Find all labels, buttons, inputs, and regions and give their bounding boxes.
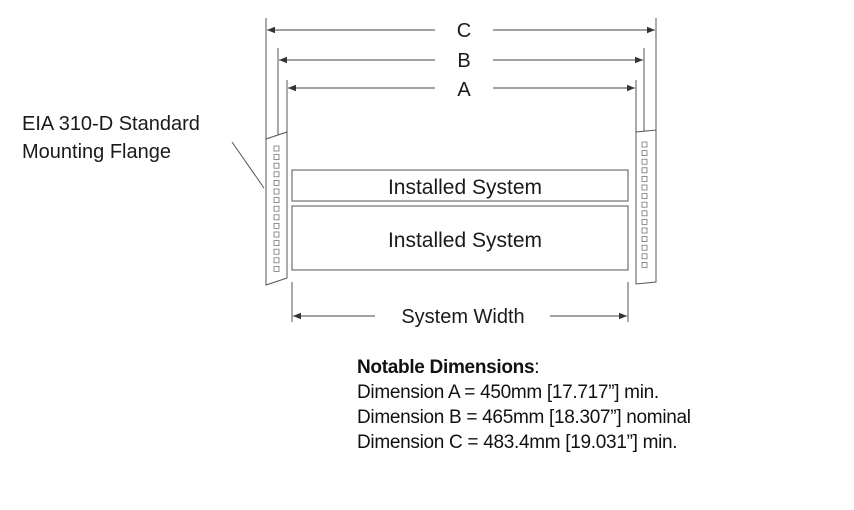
notable-dimensions: Notable Dimensions: Dimension A = 450mm …	[357, 355, 691, 455]
flange-hole	[273, 231, 280, 238]
note-dimension-a: Dimension A = 450mm [17.717”] min.	[357, 382, 659, 403]
dimension-b-label: B	[457, 50, 470, 72]
system-width-dimension: System Width	[291, 282, 629, 328]
flange-hole	[641, 227, 648, 234]
flange-hole	[641, 158, 648, 165]
notes-heading-colon: :	[534, 357, 540, 378]
installed-system-2-label: Installed System	[388, 229, 542, 252]
flange-hole	[641, 236, 648, 243]
flange-hole	[641, 175, 648, 182]
note-dimension-c: Dimension C = 483.4mm [19.031”] min.	[357, 432, 678, 453]
left-mounting-flange	[265, 131, 288, 286]
flange-hole	[641, 244, 648, 251]
installed-system-2: Installed System	[291, 205, 629, 271]
flange-hole	[273, 162, 280, 169]
flange-label-line1: EIA 310-D Standard	[22, 113, 200, 135]
notes-heading: Notable Dimensions	[357, 357, 535, 378]
flange-hole	[273, 188, 280, 195]
flange-hole	[273, 171, 280, 178]
flange-hole	[641, 201, 648, 208]
installed-system-1-label: Installed System	[388, 176, 542, 199]
flange-hole	[273, 240, 280, 247]
flange-hole	[273, 154, 280, 161]
dimension-a-label: A	[457, 79, 471, 101]
right-mounting-flange	[635, 129, 657, 285]
dimension-c-label: C	[457, 20, 471, 42]
flange-hole	[641, 167, 648, 174]
note-dimension-b: Dimension B = 465mm [18.307”] nominal	[357, 407, 691, 428]
flange-hole	[641, 253, 648, 260]
system-width-label: System Width	[401, 306, 524, 328]
flange-hole	[273, 248, 280, 255]
flange-hole	[273, 205, 280, 212]
flange-hole	[641, 184, 648, 191]
flange-hole	[273, 222, 280, 229]
flange-hole	[273, 265, 280, 272]
flange-label-line2: Mounting Flange	[22, 141, 171, 163]
flange-hole	[641, 261, 648, 268]
flange-hole	[273, 145, 280, 152]
dimension-a: A	[286, 79, 637, 140]
flange-hole	[273, 257, 280, 264]
notes-heading-row: Notable Dimensions:	[357, 355, 691, 380]
flange-hole	[641, 210, 648, 217]
flange-hole	[641, 218, 648, 225]
flange-leader-line	[231, 141, 265, 189]
dimension-c: C	[265, 18, 657, 140]
dimension-b: B	[277, 48, 645, 140]
installed-system-1: Installed System	[291, 169, 629, 202]
flange-hole	[273, 179, 280, 186]
flange-hole	[641, 193, 648, 200]
flange-hole	[273, 197, 280, 204]
flange-hole	[273, 214, 280, 221]
flange-hole	[641, 141, 648, 148]
flange-hole	[641, 150, 648, 157]
